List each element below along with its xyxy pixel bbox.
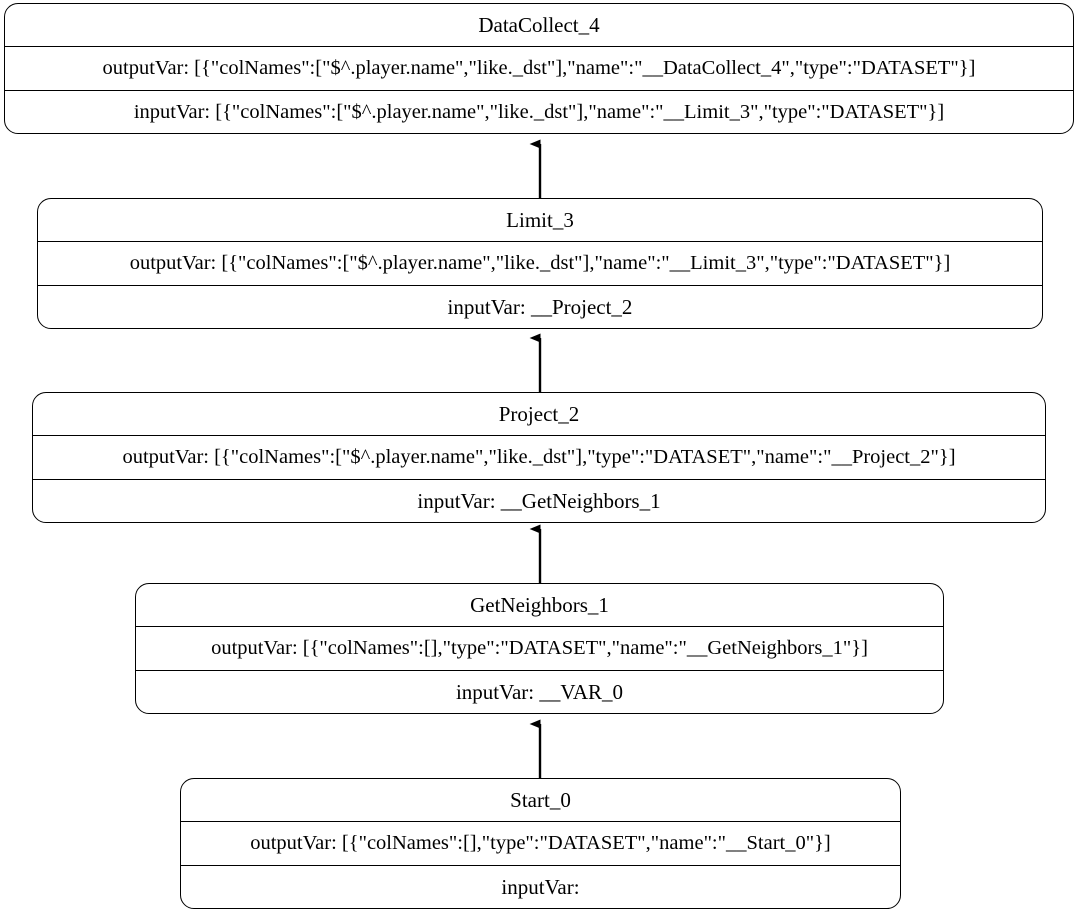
node-start-0[interactable]: Start_0 outputVar: [{"colNames":[],"type… [180,778,901,909]
node-output-var: outputVar: [{"colNames":[],"type":"DATAS… [181,821,900,865]
node-input-var: inputVar: __GetNeighbors_1 [33,479,1045,522]
node-output-var: outputVar: [{"colNames":[],"type":"DATAS… [136,626,943,670]
node-output-var: outputVar: [{"colNames":["$^.player.name… [5,46,1073,90]
node-output-var: outputVar: [{"colNames":["$^.player.name… [33,435,1045,479]
node-datacollect-4[interactable]: DataCollect_4 outputVar: [{"colNames":["… [4,3,1074,134]
node-title: GetNeighbors_1 [470,592,609,617]
node-title: Start_0 [510,787,571,812]
node-title: Project_2 [498,401,580,426]
node-input-var: inputVar: __Project_2 [38,285,1042,328]
node-input-var: inputVar: [181,865,900,908]
node-input-var: inputVar: __VAR_0 [136,670,943,713]
node-getneighbors-1[interactable]: GetNeighbors_1 outputVar: [{"colNames":[… [135,583,944,714]
node-project-2[interactable]: Project_2 outputVar: [{"colNames":["$^.p… [32,392,1046,523]
node-limit-3[interactable]: Limit_3 outputVar: [{"colNames":["$^.pla… [37,198,1043,329]
node-title: DataCollect_4 [478,12,600,37]
node-title: Limit_3 [506,207,574,232]
node-output-var: outputVar: [{"colNames":["$^.player.name… [38,241,1042,285]
node-input-var: inputVar: [{"colNames":["$^.player.name"… [5,90,1073,133]
